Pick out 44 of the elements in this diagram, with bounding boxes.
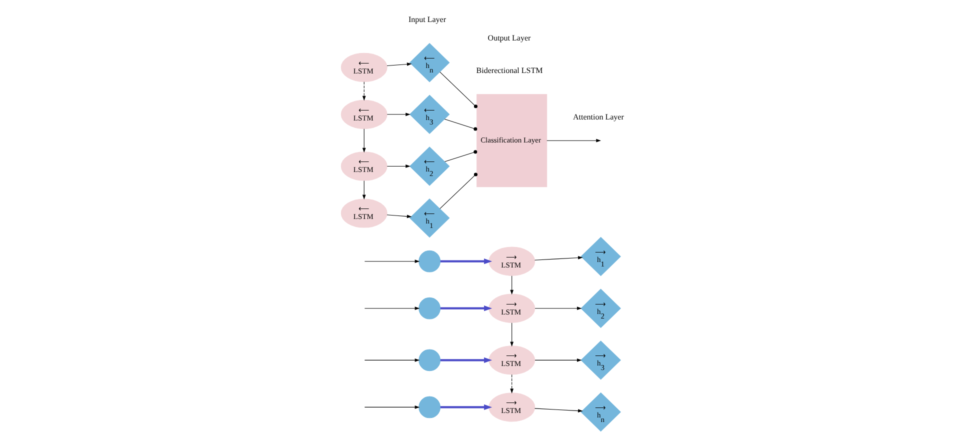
connector — [444, 150, 478, 162]
node-ellipse: ⟶ LSTM — [488, 346, 536, 375]
arrow — [364, 260, 420, 264]
arrow — [546, 138, 601, 142]
node-circle — [418, 297, 441, 320]
node-ellipse: ⟵ LSTM — [340, 100, 388, 129]
arrow — [534, 256, 583, 260]
label: Attention Layer — [573, 112, 624, 122]
arrow — [362, 180, 366, 200]
arrow — [386, 214, 412, 218]
arrow — [534, 358, 582, 362]
node-circle — [418, 396, 441, 418]
node-box: Classification Layer — [476, 94, 548, 188]
arrow — [440, 258, 492, 264]
node-ellipse: ⟵ LSTM — [340, 52, 388, 82]
node-ellipse: ⟶ LSTM — [488, 246, 536, 276]
node-ellipse: ⟵ LSTM — [340, 198, 388, 228]
connector — [444, 118, 478, 131]
arrow — [510, 276, 514, 295]
label: Biderectional LSTM — [476, 66, 543, 75]
label: Output Layer — [488, 33, 531, 42]
connector — [440, 172, 478, 209]
node-circle — [418, 250, 441, 272]
arrow — [362, 128, 366, 153]
arrow — [386, 62, 412, 66]
node-ellipse: ⟶ LSTM — [488, 392, 536, 422]
arrow — [386, 164, 410, 168]
arrow — [440, 357, 492, 363]
arrow — [440, 306, 492, 312]
connector — [440, 72, 478, 108]
arrow — [364, 358, 420, 362]
arrow — [364, 306, 420, 310]
arrow — [510, 322, 514, 347]
arrow — [510, 374, 514, 394]
arrow — [534, 408, 583, 412]
label: Input Layer — [408, 15, 446, 24]
arrow — [386, 112, 410, 116]
node-ellipse: ⟵ LSTM — [340, 152, 388, 181]
arrow — [534, 306, 582, 310]
arrow — [440, 404, 492, 410]
arrow — [364, 406, 420, 409]
node-ellipse: ⟶ LSTM — [488, 294, 536, 323]
node-circle — [418, 349, 441, 372]
arrow — [362, 82, 366, 101]
